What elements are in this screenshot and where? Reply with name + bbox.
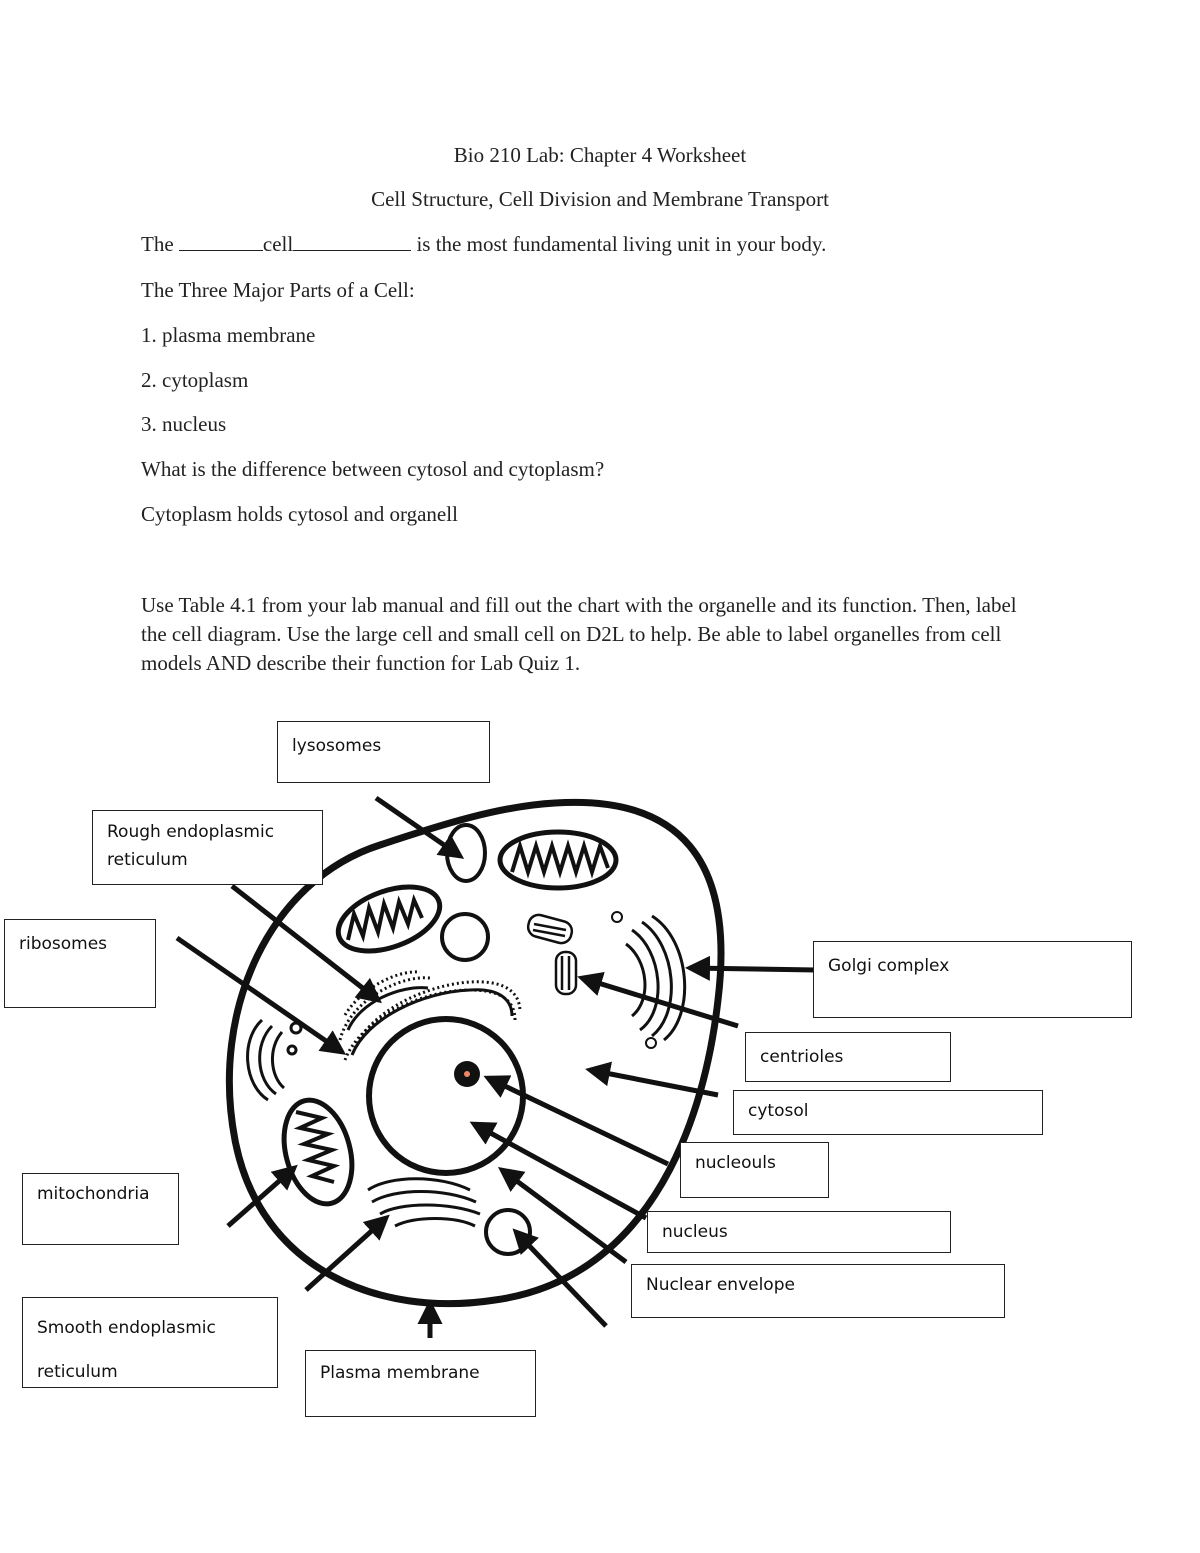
label-golgi: Golgi complex [828, 952, 949, 980]
centriole-shape [526, 913, 576, 994]
rough-er-shape [340, 972, 520, 1060]
mitochondrion-bottom [273, 1093, 362, 1212]
golgi-shape-right [626, 916, 685, 1040]
label-box-golgi[interactable]: Golgi complex [813, 941, 1132, 1018]
label-cytosol: cytosol [748, 1097, 808, 1125]
label-rough-er-line2: reticulum [107, 850, 188, 870]
label-box-smooth-er[interactable]: Smooth endoplasmic reticulum [22, 1297, 278, 1388]
label-box-centrioles[interactable]: centrioles [745, 1032, 951, 1082]
label-rough-er-line1: Rough endoplasmic [107, 822, 274, 842]
label-lysosomes: lysosomes [292, 732, 381, 760]
label-box-lysosomes[interactable]: lysosomes [277, 721, 490, 783]
golgi-shape-left [248, 1020, 301, 1100]
label-ribosomes: ribosomes [19, 930, 107, 958]
nucleus-shape [369, 1019, 523, 1173]
label-nuclear-envelope: Nuclear envelope [646, 1271, 795, 1299]
label-box-plasma-membrane[interactable]: Plasma membrane [305, 1350, 536, 1417]
label-smooth-er-line2: reticulum [37, 1362, 118, 1382]
label-box-cytosol[interactable]: cytosol [733, 1090, 1043, 1135]
label-box-rough-er[interactable]: Rough endoplasmic reticulum [92, 810, 323, 885]
label-centrioles: centrioles [760, 1043, 843, 1071]
label-nucleus: nucleus [662, 1218, 728, 1246]
label-box-mitochondria[interactable]: mitochondria [22, 1173, 179, 1245]
label-nucleolus: nucleouls [695, 1149, 776, 1177]
label-smooth-er-line1: Smooth endoplasmic [37, 1318, 216, 1338]
label-plasma-membrane: Plasma membrane [320, 1359, 480, 1387]
label-box-nuclear-envelope[interactable]: Nuclear envelope [631, 1264, 1005, 1318]
label-box-nucleolus[interactable]: nucleouls [680, 1142, 829, 1198]
mitochondrion-top [500, 832, 616, 888]
mitochondrion-left [330, 875, 449, 964]
label-mitochondria: mitochondria [37, 1180, 150, 1208]
label-box-ribosomes[interactable]: ribosomes [4, 919, 156, 1008]
vesicle-shape [442, 914, 488, 960]
label-box-nucleus[interactable]: nucleus [647, 1211, 951, 1253]
